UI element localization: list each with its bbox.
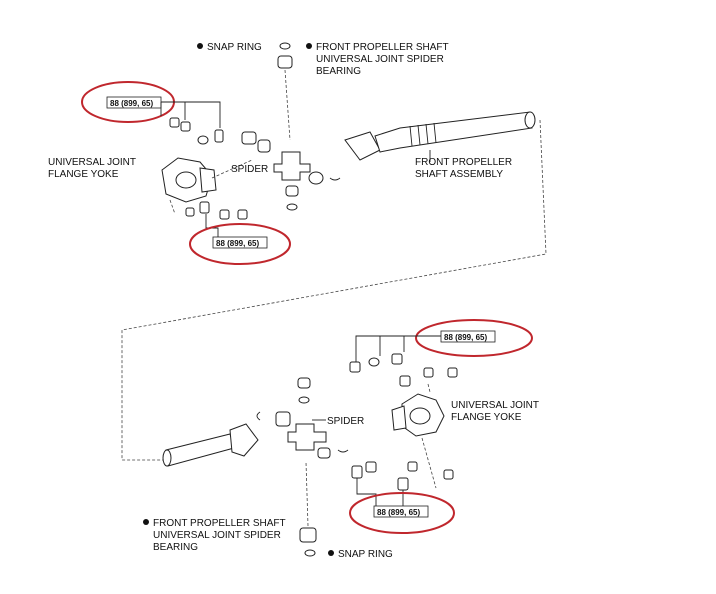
nut-part [180,121,191,132]
bullet-icon [328,550,334,556]
bolt-part [349,361,361,373]
label-spider-bearing-top-2: UNIVERSAL JOINT SPIDER [316,54,444,65]
nut-part [185,207,195,217]
label-flange-yoke-top-2: FLANGE YOKE [48,169,119,180]
spider-top-part [241,131,341,211]
leader-line [355,335,441,362]
label-spider-bearing-bottom-1: FRONT PROPELLER SHAFT [153,518,286,529]
bullet-icon [306,43,312,49]
washer-part [368,357,380,367]
bearing-cup-part [299,527,317,543]
label-snap-ring-top: SNAP RING [207,42,262,53]
leader-dashed [305,461,309,527]
label-spider-bearing-bottom-2: UNIVERSAL JOINT SPIDER [153,530,281,541]
bolt-part [399,375,411,387]
nut-part [423,367,434,378]
label-spider-bearing-top-3: BEARING [316,66,361,77]
label-flange-yoke-bottom-2: FLANGE YOKE [451,412,522,423]
bolt-part [199,201,210,214]
highlight-circle [349,492,455,534]
label-spider-top: SPIDER [231,164,268,175]
label-snap-ring-bottom: SNAP RING [338,549,393,560]
nut-part [219,209,230,220]
nut-part [443,469,454,480]
torque-box [440,330,496,343]
torque-spec-1: 88 (899, 65) [110,99,153,108]
torque-box [212,236,268,249]
torque-spec-3: 88 (899, 65) [444,333,487,342]
torque-spec-2: 88 (899, 65) [216,239,259,248]
leader-dashed [169,159,253,215]
torque-spec-4: 88 (899, 65) [377,508,420,517]
bearing-cup-part [277,55,293,69]
flange-yoke-top-part [161,157,217,203]
nut-part [237,209,248,220]
nut-part [365,461,377,473]
bolt-part [214,129,224,143]
leader-dashed [421,383,437,489]
front-propeller-shaft-top-part [344,111,536,161]
bullet-icon [197,43,203,49]
highlight-circle [189,223,291,265]
label-spider-bearing-bottom-3: BEARING [153,542,198,553]
label-flange-yoke-top-1: UNIVERSAL JOINT [48,157,136,168]
nut-part [407,461,418,472]
nut-part [169,117,180,128]
label-flange-yoke-bottom-1: UNIVERSAL JOINT [451,400,539,411]
front-propeller-shaft-bottom-part [162,423,259,467]
highlight-circle [415,319,533,357]
label-shaft-assembly-2: SHAFT ASSEMBLY [415,169,503,180]
nut-part [447,367,458,378]
flange-yoke-bottom-part [391,393,445,437]
torque-box [373,505,429,518]
bullet-icon [143,519,149,525]
snap-ring-part [279,42,291,50]
label-shaft-assembly-1: FRONT PROPELLER [415,157,512,168]
leader-line [160,101,221,128]
snap-ring-part [304,549,316,557]
label-spider-bottom: SPIDER [327,416,364,427]
nut-part [391,353,403,365]
leader-line [356,478,404,506]
label-spider-bearing-top-1: FRONT PROPELLER SHAFT [316,42,449,53]
bolt-part [397,477,409,491]
bottom-assembly: 88 (899, 65) UNIVERSAL JOINT FLANGE YOKE… [143,319,539,560]
bolt-part [351,465,363,479]
spider-bottom-part [256,377,349,459]
top-assembly: SNAP RING FRONT PROPELLER SHAFT UNIVERSA… [48,42,536,265]
leader-dashed [284,69,291,141]
washer-part [197,135,209,145]
